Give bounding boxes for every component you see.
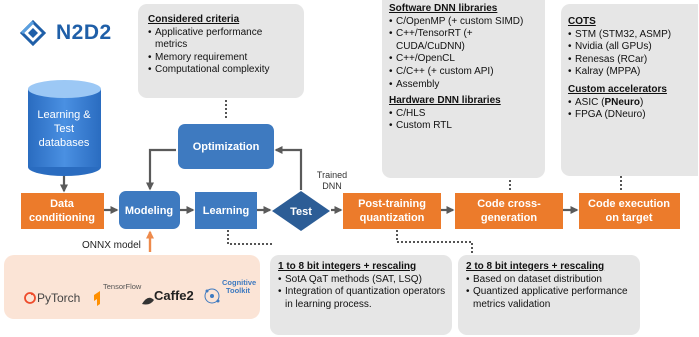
qat-item: SotA QaT methods (SAT, LSQ) bbox=[278, 274, 446, 287]
frameworks-panel bbox=[4, 255, 260, 319]
modeling-label: Modeling bbox=[125, 205, 173, 217]
ptq-callout: 2 to 8 bit integers + rescaling Based on… bbox=[458, 255, 640, 335]
data-conditioning-label-1: Data bbox=[50, 198, 75, 210]
ptq-label-2: quantization bbox=[360, 212, 425, 224]
n2d2-logo-text: N2D2 bbox=[56, 21, 112, 44]
caffe2-label: Caffe2 bbox=[154, 288, 194, 303]
cots-item: Kalray (MPPA) bbox=[568, 66, 692, 79]
qat-item: Integration of quantization operators in… bbox=[278, 286, 446, 311]
trained-dnn-label-1: Trained bbox=[317, 170, 347, 180]
cots-item: STM (STM32, ASMP) bbox=[568, 29, 692, 42]
database-icon bbox=[28, 80, 101, 176]
caffe2-logo: Caffe2 bbox=[142, 288, 194, 305]
ptq-connector bbox=[396, 230, 473, 255]
custom-acc-item: ASIC (PNeuro) bbox=[568, 97, 692, 110]
ptq-title: 2 to 8 bit integers + rescaling bbox=[466, 261, 605, 272]
ptq-item: Based on dataset distribution bbox=[466, 274, 634, 287]
qat-title: 1 to 8 bit integers + rescaling bbox=[278, 261, 417, 272]
database-label-line-2: Test bbox=[53, 123, 75, 135]
software-lib-item: C++/TensorRT (+ CUDA/CuDNN) bbox=[389, 28, 539, 53]
code-exec-label-1: Code execution bbox=[588, 198, 670, 210]
criteria-item: Applicative performance metrics bbox=[148, 27, 296, 52]
database-label: Learning & Test databases bbox=[35, 108, 93, 150]
software-lib-item: C/OpenMP (+ custom SIMD) bbox=[389, 16, 539, 29]
qat-connector bbox=[227, 230, 272, 245]
data-conditioning-label-2: conditioning bbox=[29, 212, 95, 224]
code-cross-label-2: generation bbox=[481, 212, 538, 224]
cntk-label-1: Cognitive bbox=[222, 278, 256, 287]
learning-label: Learning bbox=[203, 205, 249, 217]
optimization-node bbox=[178, 124, 274, 169]
modeling-node bbox=[119, 191, 180, 229]
criteria-callout: Considered criteria Applicative performa… bbox=[138, 4, 304, 98]
code-execution-node bbox=[579, 193, 680, 229]
database-label-line-3: databases bbox=[38, 137, 90, 149]
cots-item: Renesas (RCar) bbox=[568, 54, 692, 67]
pytorch-logo: PyTorch bbox=[24, 291, 80, 305]
software-lib-item: Assembly bbox=[389, 79, 539, 92]
test-to-optimization-arrow bbox=[274, 146, 303, 190]
cots-item: Nvidia (all GPUs) bbox=[568, 41, 692, 54]
criteria-item: Computational complexity bbox=[148, 64, 296, 77]
code-exec-label-2: on target bbox=[605, 212, 652, 224]
custom-acc-prefix: ASIC ( bbox=[575, 96, 605, 108]
cots-title: COTS bbox=[568, 16, 596, 27]
test-label: Test bbox=[290, 206, 312, 218]
qat-callout: 1 to 8 bit integers + rescaling SotA QaT… bbox=[270, 255, 452, 335]
trained-dnn-label-2: DNN bbox=[322, 181, 342, 191]
learning-node bbox=[195, 192, 257, 229]
custom-acc-title: Custom accelerators bbox=[568, 83, 667, 95]
custom-acc-suffix: ) bbox=[640, 96, 644, 108]
hardware-lib-item: C/HLS bbox=[389, 108, 539, 121]
hardware-lib-item: Custom RTL bbox=[389, 120, 539, 133]
custom-acc-bold: PNeuro bbox=[604, 96, 641, 108]
n2d2-logo-icon bbox=[19, 19, 47, 47]
code-cross-label-1: Code cross- bbox=[477, 198, 541, 210]
hardware-libs-title: Hardware DNN libraries bbox=[389, 95, 501, 107]
pytorch-label: PyTorch bbox=[37, 291, 80, 305]
software-lib-item: C++/OpenCL bbox=[389, 53, 539, 66]
onnx-model-label: ONNX model bbox=[82, 240, 141, 251]
optimization-to-modeling-arrow bbox=[146, 148, 176, 191]
software-lib-item: C/C++ (+ custom API) bbox=[389, 66, 539, 79]
post-training-quantization-node bbox=[343, 193, 441, 229]
cntk-logo: Cognitive Toolkit bbox=[204, 278, 256, 304]
criteria-item: Memory requirement bbox=[148, 52, 296, 65]
libraries-callout: Software DNN libraries C/OpenMP (+ custo… bbox=[382, 0, 545, 178]
tensorflow-logo: TensorFlow bbox=[94, 282, 142, 306]
data-conditioning-node bbox=[21, 193, 104, 229]
ptq-item: Quantized applicative performance metric… bbox=[466, 286, 634, 311]
criteria-title: Considered criteria bbox=[148, 14, 240, 25]
optimization-label: Optimization bbox=[193, 141, 260, 153]
code-cross-generation-node bbox=[455, 193, 563, 229]
cntk-label-2: Toolkit bbox=[226, 286, 251, 295]
custom-acc-item: FPGA (DNeuro) bbox=[568, 109, 692, 122]
database-label-line-1: Learning & bbox=[37, 109, 91, 121]
ptq-label-1: Post-training bbox=[358, 198, 426, 210]
targets-callout: COTS STM (STM32, ASMP) Nvidia (all GPUs)… bbox=[561, 4, 698, 176]
test-node bbox=[272, 191, 330, 231]
software-libs-title: Software DNN libraries bbox=[389, 3, 498, 14]
tensorflow-label: TensorFlow bbox=[103, 282, 142, 291]
